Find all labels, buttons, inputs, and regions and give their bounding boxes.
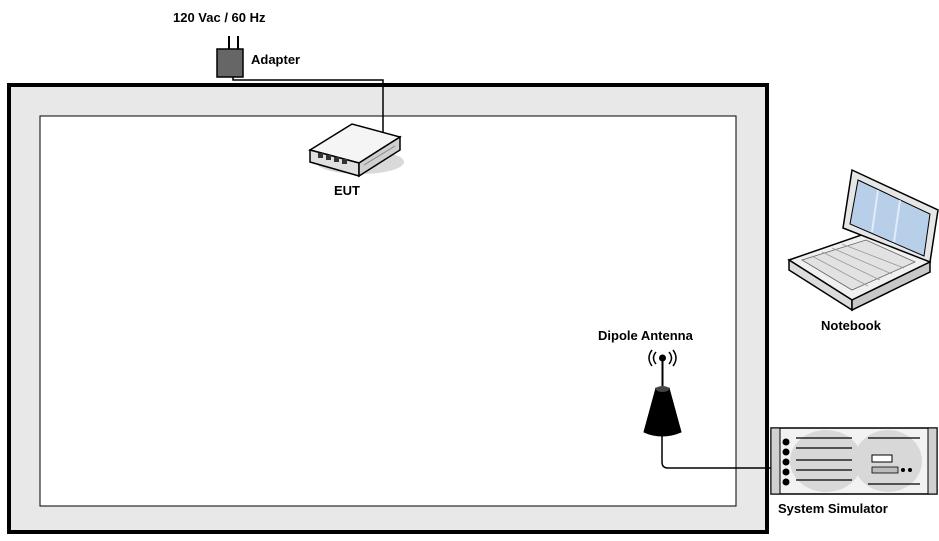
notebook-label: Notebook (821, 318, 881, 333)
laptop-icon (787, 168, 939, 312)
router-icon (308, 123, 404, 178)
rack-unit-icon (770, 427, 938, 495)
power-adapter-icon (216, 36, 244, 78)
dipole-antenna-label: Dipole Antenna (598, 328, 693, 343)
dipole-antenna-icon (643, 349, 682, 437)
power-source-label: 120 Vac / 60 Hz (173, 10, 266, 25)
adapter-cable (232, 77, 384, 132)
system-simulator-label: System Simulator (778, 501, 888, 516)
adapter-label: Adapter (251, 52, 301, 67)
eut-label: EUT (334, 183, 360, 198)
antenna-cable (661, 436, 780, 469)
